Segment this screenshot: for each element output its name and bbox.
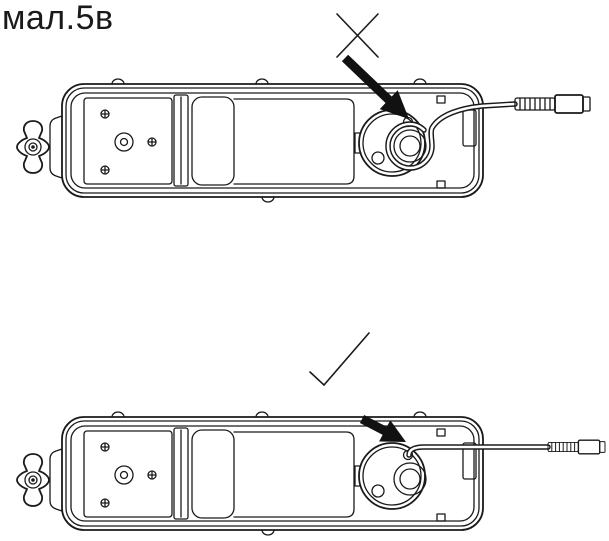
housing-bottom <box>16 411 484 536</box>
view-incorrect <box>16 13 591 203</box>
cable-correct <box>406 444 551 458</box>
figure-caption: мал.5в <box>2 0 114 37</box>
connector-bottom <box>547 439 606 455</box>
arrow-icon <box>341 54 409 119</box>
cable-incorrect <box>385 101 518 171</box>
connector-top <box>514 94 591 114</box>
view-correct <box>16 332 606 536</box>
check-icon <box>309 332 370 386</box>
arrow-icon <box>359 415 406 442</box>
housing-top <box>16 78 484 203</box>
cross-icon <box>336 13 379 58</box>
